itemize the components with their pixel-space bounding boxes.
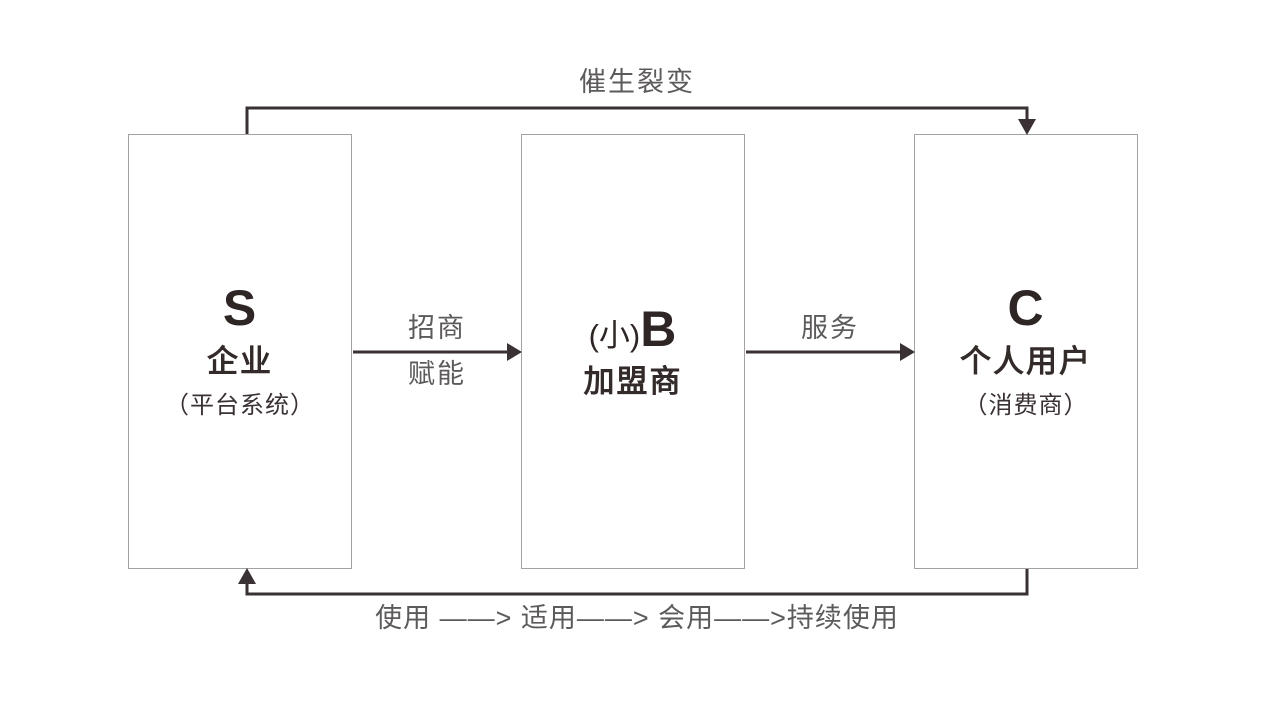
- box-s-enterprise: S 企业 （平台系统）: [128, 134, 352, 569]
- s-to-b-label-top: 招商: [408, 313, 466, 343]
- box-c-name: 个人用户: [960, 343, 1092, 379]
- arrow-bottom-feedback: [238, 568, 1029, 596]
- box-s-letter: S: [222, 280, 258, 337]
- box-b-franchisee: (小) B 加盟商: [521, 134, 745, 569]
- box-c-letter: C: [1007, 280, 1045, 337]
- arrow-b-to-c: [746, 343, 915, 361]
- bottom-arrow-label: 使用 ——> 适用——> 会用——>持续使用: [375, 603, 899, 633]
- box-b-letter-prefix: (小): [588, 317, 641, 353]
- box-b-letter-line: (小) B: [589, 303, 678, 356]
- box-c-consumer: C 个人用户 （消费商）: [914, 134, 1138, 569]
- box-c-subtitle: （消费商）: [963, 391, 1089, 419]
- s-to-b-label-bottom: 赋能: [408, 359, 466, 389]
- box-b-name: 加盟商: [583, 364, 683, 400]
- arrowhead-right-icon: [507, 343, 522, 361]
- arrowhead-down-icon: [1018, 119, 1036, 135]
- arrow-top-fission: [245, 106, 1036, 135]
- box-s-name: 企业: [207, 343, 273, 379]
- b-to-c-label: 服务: [801, 313, 859, 343]
- box-s-subtitle: （平台系统）: [165, 391, 315, 419]
- arrowhead-right-icon: [900, 343, 915, 361]
- box-b-letter: B: [640, 300, 678, 357]
- arrowhead-up-icon: [238, 568, 256, 584]
- top-arrow-label: 催生裂变: [579, 67, 695, 97]
